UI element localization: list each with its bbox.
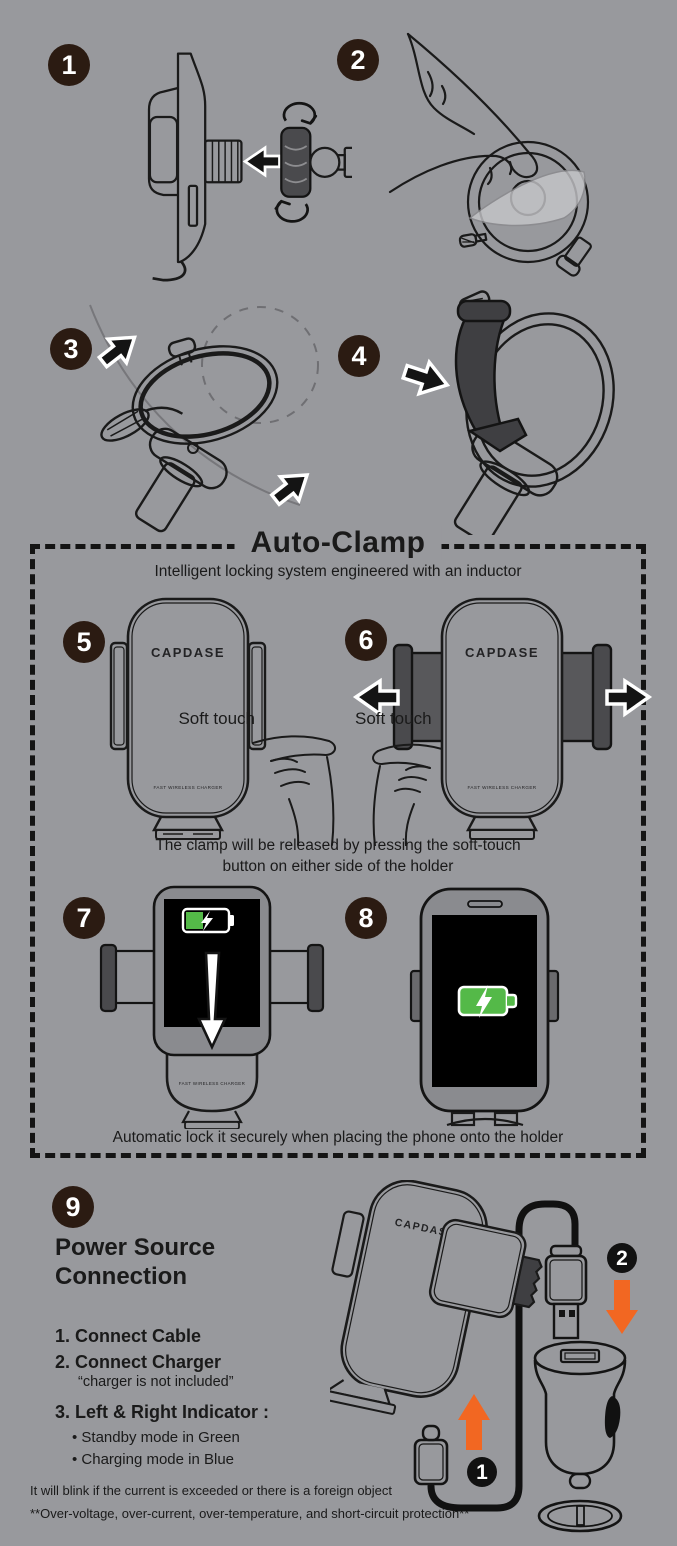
holder-tilted: CAPDAS	[330, 1180, 543, 1415]
clamp-arms	[99, 943, 325, 1013]
suction-cup-assembly	[453, 290, 615, 535]
charger-button	[604, 1396, 621, 1438]
release-caption: The clamp will be released by pressing t…	[35, 835, 641, 878]
product-label: FAST WIRELESS CHARGER	[153, 785, 222, 790]
hand-illustration	[252, 735, 336, 846]
step2-illustration-peel-film	[388, 32, 592, 277]
release-caption-line2: button on either side of the holder	[222, 858, 454, 876]
hand-illustration	[372, 743, 443, 846]
protection-footnote: **Over-voltage, over-current, over-tempe…	[30, 1506, 470, 1521]
open-left-arrow-icon	[352, 677, 400, 718]
step6-illustration-clamps-open: CAPDASE FAST WIRELESS CHARGER	[352, 597, 653, 846]
socket-ring	[537, 1499, 623, 1533]
step1-illustration-attach-mount	[147, 52, 352, 282]
step5-illustration-holder: CAPDASE FAST WIRELESS CHARGER	[109, 597, 336, 846]
release-caption-line1: The clamp will be released by pressing t…	[155, 837, 521, 854]
step-badge-4: 4	[338, 335, 380, 377]
step-badge-3: 3	[50, 328, 92, 370]
holder-front	[109, 597, 267, 840]
usb-c-connector	[413, 1424, 449, 1486]
step-number: 3	[63, 333, 79, 364]
step-number: 9	[65, 1191, 81, 1222]
auto-clamp-title: Auto-Clamp	[234, 526, 442, 560]
product-label: FAST WIRELESS CHARGER	[467, 785, 536, 790]
press-arrow-icon	[242, 145, 281, 178]
step-number: 8	[358, 902, 374, 933]
step-number: 1	[61, 49, 77, 80]
windshield-dashed-circle	[201, 306, 319, 424]
step9-illustration-power-connection: CAPDAS 1	[330, 1180, 638, 1533]
capdase-logo: CAPDASE	[151, 645, 225, 660]
power-heading-line2: Connection	[55, 1263, 187, 1291]
holder-feet	[446, 1111, 524, 1127]
protective-film	[468, 169, 586, 227]
press-arrow-icon	[96, 335, 310, 507]
step-badge-6: 6	[345, 619, 387, 661]
step-badge-2: 2	[337, 39, 379, 81]
cable-step-badge: 1	[467, 1457, 497, 1487]
product-label: FAST WIRELESS CHARGER	[179, 1081, 245, 1086]
press-arrow-icon	[400, 358, 451, 397]
badge-number: 1	[476, 1461, 488, 1484]
car-charger	[533, 1340, 627, 1490]
ball-joint	[309, 146, 352, 178]
step-badge-1: 1	[48, 44, 90, 86]
charger-step-badge: 2	[607, 1243, 637, 1273]
auto-clamp-section: Auto-Clamp Intelligent locking system en…	[30, 526, 653, 1158]
power-heading-line1: Power Source	[55, 1234, 216, 1261]
usb-a-plug	[544, 1244, 588, 1340]
step3-illustration-press-cup	[89, 304, 319, 533]
windshield-curve	[89, 304, 301, 506]
locking-nut	[280, 126, 312, 198]
soft-touch-label-left: Soft touch	[178, 709, 255, 728]
instruction-connect-charger: 2. Connect Charger	[55, 1352, 222, 1372]
blink-footnote: It will blink if the current is exceeded…	[30, 1483, 393, 1498]
orange-down-arrow-icon	[606, 1280, 638, 1334]
step-badge-8: 8	[345, 897, 387, 939]
hand-illustration	[388, 32, 539, 194]
usb-cable	[427, 1200, 579, 1512]
battery-charging-full-icon	[457, 985, 518, 1018]
badge-number: 2	[616, 1247, 628, 1270]
suction-cup-assembly	[100, 337, 279, 533]
step-number: 7	[76, 902, 92, 933]
lock-lever	[454, 299, 528, 453]
holder-front	[440, 597, 564, 840]
suction-cup	[466, 140, 590, 264]
lock-caption: Automatic lock it securely when placing …	[112, 1129, 564, 1146]
power-section-heading: Power Source Connection	[55, 1233, 215, 1292]
orange-up-arrow-icon	[458, 1394, 490, 1450]
instruction-connect-cable: 1. Connect Cable	[55, 1326, 202, 1346]
step-badge-7: 7	[63, 897, 105, 939]
insert-down-arrow-icon	[196, 951, 228, 1051]
step-number: 4	[351, 340, 367, 371]
auto-clamp-subtitle: Intelligent locking system engineered wi…	[154, 563, 522, 580]
charging-mode-bullet: • Charging mode in Blue	[72, 1451, 235, 1468]
step4-illustration-lock-lever	[400, 290, 615, 535]
open-right-arrow-icon	[605, 677, 653, 718]
charger-not-included-note: “charger is not included”	[78, 1374, 234, 1390]
step-badge-5: 5	[63, 621, 105, 663]
capdase-logo: CAPDASE	[465, 645, 539, 660]
step-number: 6	[358, 624, 374, 655]
soft-touch-label-right: Soft touch	[355, 709, 432, 728]
step-number: 2	[350, 44, 366, 75]
step7-illustration-place-phone: FAST WIRELESS CHARGER	[99, 885, 325, 1129]
charging-pad	[428, 1218, 543, 1319]
thread-screw	[204, 139, 243, 184]
standby-mode-bullet: • Standby mode in Green	[72, 1429, 240, 1446]
step8-illustration-phone-charging	[409, 887, 560, 1127]
step-badge-9: 9	[52, 1186, 94, 1228]
step-number: 5	[76, 626, 92, 657]
battery-charging-partial-icon	[181, 907, 234, 934]
instruction-indicator: 3. Left & Right Indicator :	[55, 1402, 269, 1422]
rotation-arrow-icon	[274, 101, 318, 223]
